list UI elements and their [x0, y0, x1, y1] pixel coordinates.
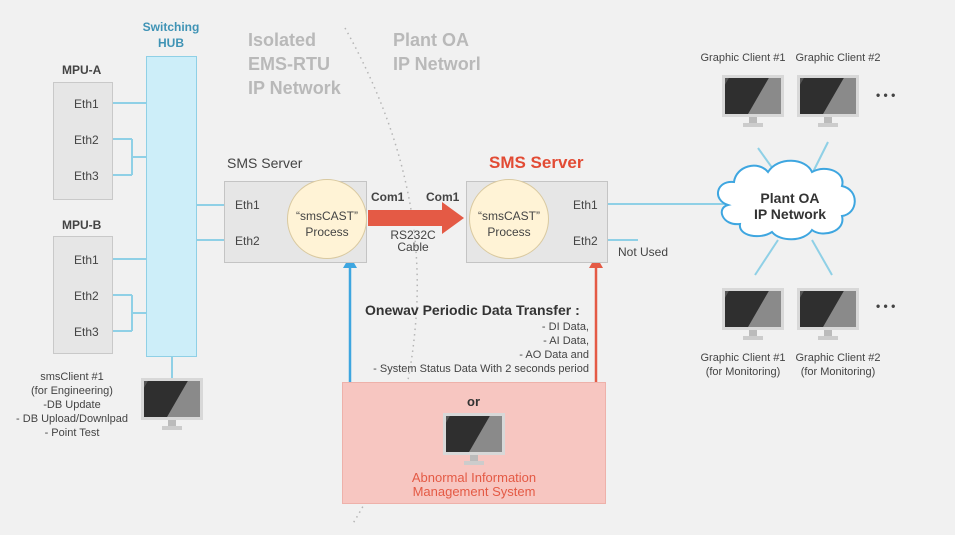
transfer-title: Onewav Periodic Data Transfer : [365, 302, 580, 318]
graphic-client-1-monitor-icon[interactable] [722, 75, 784, 129]
com1-left-label: Com1 [371, 190, 405, 204]
graphic-client-1-monitoring-monitor-icon[interactable] [722, 288, 784, 342]
mpu-a-eth2: Eth2 [74, 133, 99, 147]
mpu-b-box[interactable] [53, 236, 113, 354]
smscast-process-right-label: “smsCAST” Process [478, 209, 540, 239]
rs232-cable-label: RS232C Cable [390, 228, 436, 254]
mpu-a-eth1: Eth1 [74, 97, 99, 111]
mpu-b-eth2: Eth2 [74, 289, 99, 303]
sms-server-left-eth2: Eth2 [235, 234, 260, 248]
graphic-client-2-monitor-icon[interactable] [797, 75, 859, 129]
sms-server-left-title: SMS Server [227, 155, 303, 171]
more-clients-bottom: • • • [876, 299, 896, 313]
or-label: or [467, 394, 480, 409]
com1-right-label: Com1 [426, 190, 460, 204]
graphic-client-2-label: Graphic Client #2 [795, 52, 881, 64]
sms-client-monitor-icon[interactable] [141, 378, 203, 432]
mpu-b-eth3: Eth3 [74, 325, 99, 339]
switching-hub[interactable] [146, 56, 197, 357]
isolated-network-label: Isolated EMS-RTU IP Network [248, 30, 341, 98]
mpu-a-box[interactable] [53, 82, 113, 200]
rs232-arrow [368, 202, 464, 234]
sms-client-label: smsClient #1 (for Engineering) -DB Updat… [16, 371, 128, 439]
transfer-items: - DI Data, - AI Data, - AO Data and - Sy… [373, 321, 589, 375]
mpu-a-eth3: Eth3 [74, 169, 99, 183]
smscast-process-right[interactable] [469, 179, 549, 259]
abnormal-system-monitor-icon[interactable] [443, 413, 505, 467]
abnormal-system-label: Abnormal Information Management System [411, 470, 537, 499]
graphic-client-1-label: Graphic Client #1 [700, 52, 786, 64]
smscast-process-left-label: “smsCAST” Process [296, 209, 358, 239]
sms-server-right-eth2: Eth2 [573, 234, 598, 248]
hub-links [113, 102, 833, 380]
mpu-a-label: MPU-A [62, 63, 102, 77]
sms-server-left-eth1: Eth1 [235, 198, 260, 212]
sms-server-right-title: SMS Server [489, 153, 584, 172]
hub-label: Switching HUB [142, 20, 200, 50]
not-used-label: Not Used [618, 245, 669, 259]
mpu-b-label: MPU-B [62, 218, 102, 232]
smscast-process-left[interactable] [287, 179, 367, 259]
graphic-client-2-monitoring-label: Graphic Client #2 (for Monitoring) [795, 352, 881, 378]
plant-oa-network-label: Plant OA IP Networl [393, 30, 481, 74]
mpu-b-eth1: Eth1 [74, 253, 99, 267]
graphic-client-1-monitoring-label: Graphic Client #1 (for Monitoring) [700, 352, 786, 378]
sms-server-right-eth1: Eth1 [573, 198, 598, 212]
cloud-shape [717, 159, 856, 241]
graphic-client-2-monitoring-monitor-icon[interactable] [797, 288, 859, 342]
more-clients-top: • • • [876, 88, 896, 102]
cloud-label: Plant OA IP Network [753, 190, 827, 222]
